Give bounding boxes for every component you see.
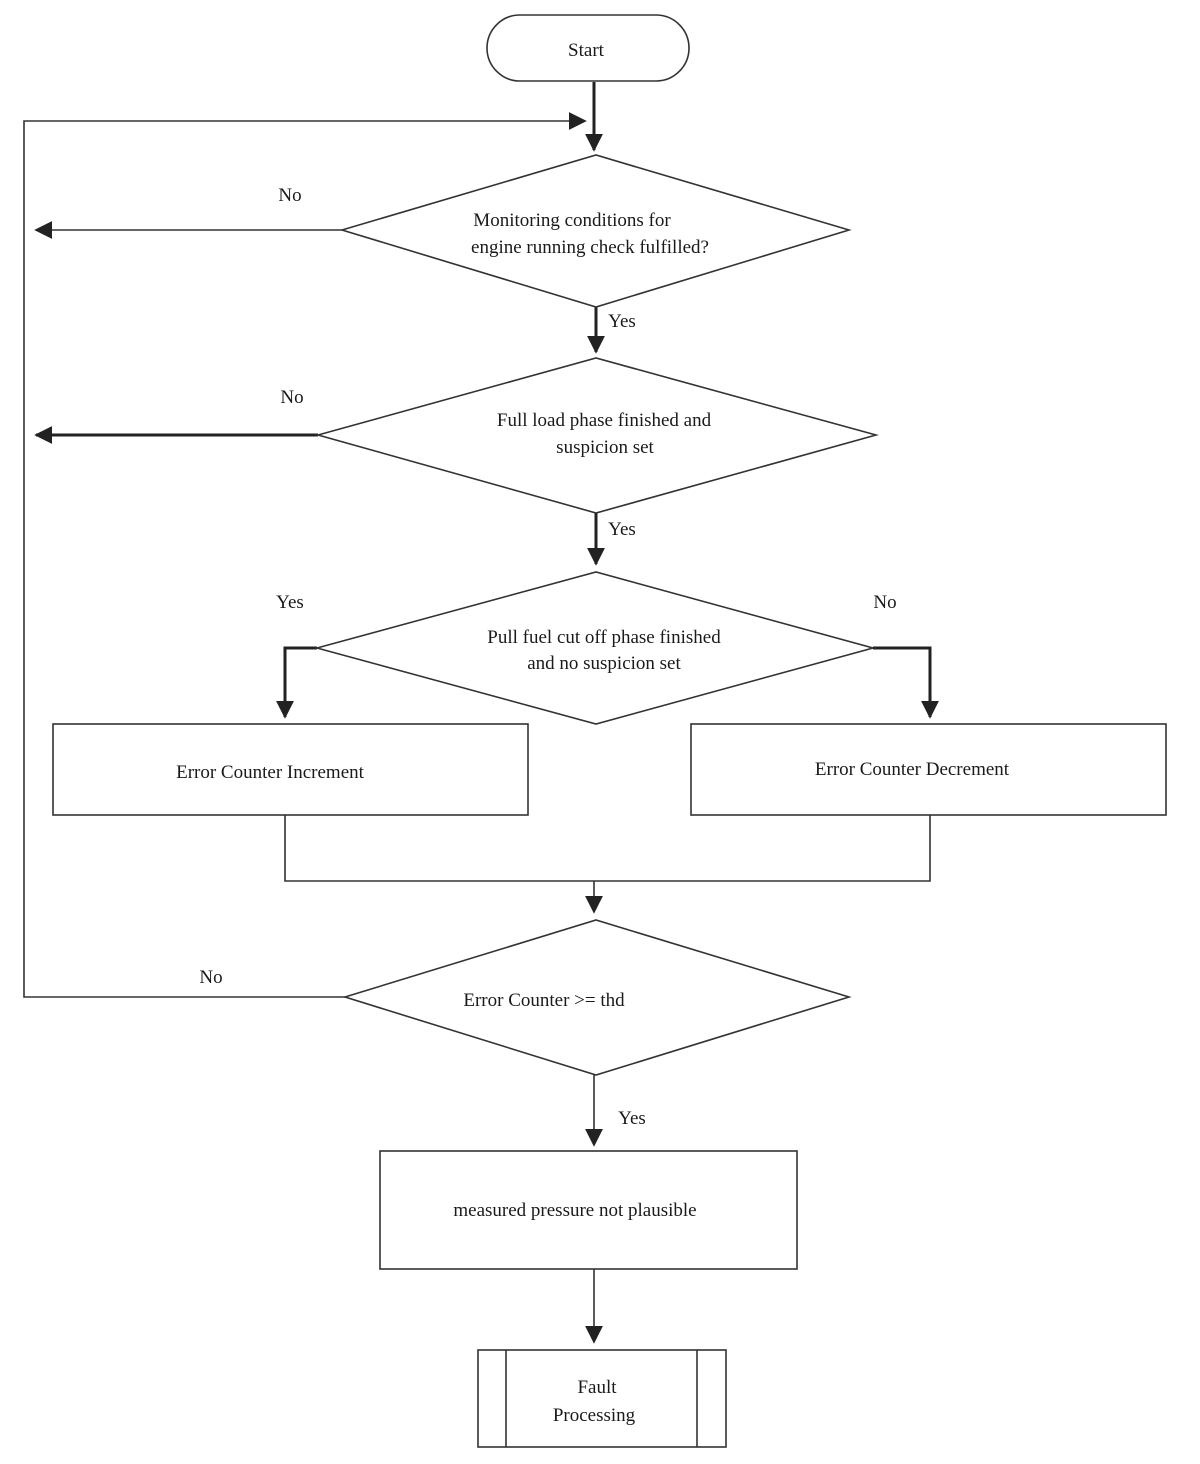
decrement-process bbox=[690, 723, 1167, 816]
decrement-label: Error Counter Decrement bbox=[815, 759, 1010, 780]
monitoring-no-label: No bbox=[278, 185, 301, 206]
monitoring-yes-label: Yes bbox=[608, 311, 636, 332]
start-label: Start bbox=[568, 40, 605, 61]
full-load-no-label: No bbox=[280, 387, 303, 408]
fuel-cut-label-line-1: Pull fuel cut off phase finished bbox=[487, 627, 721, 648]
fault-label-line-2: Processing bbox=[553, 1405, 636, 1426]
start-terminal bbox=[486, 14, 690, 82]
fault-label-line-1: Fault bbox=[577, 1377, 617, 1398]
edge-counters-merge bbox=[284, 815, 931, 882]
monitoring-label-line-2: engine running check fulfilled? bbox=[471, 237, 709, 258]
threshold-label: Error Counter >= thd bbox=[463, 990, 625, 1011]
threshold-yes-label: Yes bbox=[618, 1108, 646, 1129]
fuel-cut-no-label: No bbox=[873, 592, 896, 613]
fuel-cut-label-line-2: and no suspicion set bbox=[527, 653, 681, 674]
fuel-cut-yes-label: Yes bbox=[276, 592, 304, 613]
edge-threshold-no-loop bbox=[23, 112, 587, 998]
monitoring-decision bbox=[339, 154, 852, 308]
full-load-label-line-1: Full load phase finished and bbox=[497, 410, 712, 431]
edge-fuel-cut-no bbox=[873, 646, 939, 719]
full-load-decision bbox=[315, 357, 879, 514]
edge-fuel-cut-yes bbox=[276, 646, 317, 719]
threshold-decision bbox=[342, 919, 852, 1076]
increment-label: Error Counter Increment bbox=[176, 762, 365, 783]
monitoring-label-line-1: Monitoring conditions for bbox=[473, 210, 671, 231]
fuel-cut-decision bbox=[313, 571, 877, 725]
increment-process bbox=[52, 723, 529, 816]
full-load-yes-label: Yes bbox=[608, 519, 636, 540]
full-load-label-line-2: suspicion set bbox=[556, 437, 654, 458]
not-plausible-label: measured pressure not plausible bbox=[453, 1200, 696, 1221]
threshold-no-label: No bbox=[199, 967, 222, 988]
not-plausible-process bbox=[379, 1150, 798, 1270]
fault-subprocess bbox=[477, 1349, 727, 1448]
